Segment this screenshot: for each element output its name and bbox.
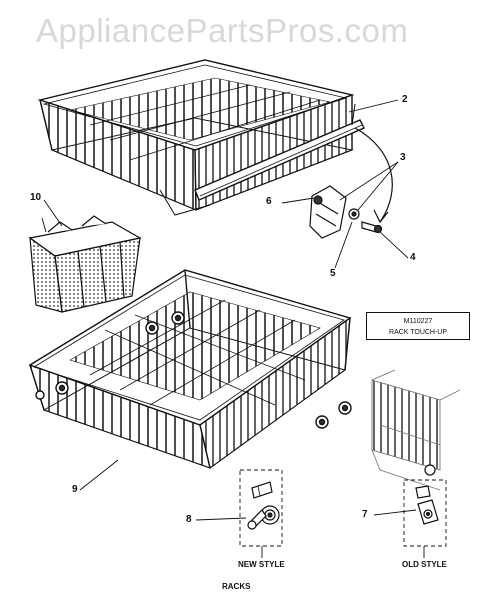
callout-7: 7 [362, 509, 368, 520]
rack-touch-up-box: M110227 RACK TOUCH-UP [366, 312, 470, 340]
old-style-label: OLD STYLE [402, 560, 447, 569]
watermark-text: AppliancePartsPros.com [36, 12, 409, 49]
upper-rack [37, 59, 365, 216]
silverware-basket [28, 215, 142, 313]
callout-4: 4 [410, 252, 416, 263]
callout-9: 9 [72, 484, 78, 495]
old-style-detail [371, 369, 461, 558]
callout-10: 10 [30, 192, 42, 203]
leader-lines-upper [281, 99, 409, 269]
new-style-detail [239, 469, 283, 558]
callout-3: 3 [400, 152, 406, 163]
new-style-label: NEW STYLE [238, 560, 285, 569]
callout-2: 2 [402, 94, 408, 105]
kit-part-number: M110227 [403, 318, 433, 325]
lower-rack [28, 269, 352, 469]
callout-5: 5 [330, 268, 336, 279]
callout-6: 6 [266, 196, 272, 207]
rail-detail [309, 127, 393, 239]
section-title: RACKS [222, 582, 251, 591]
callout-8: 8 [186, 514, 192, 525]
leader-lines-lower [43, 199, 417, 521]
kit-description: RACK TOUCH-UP [388, 329, 448, 336]
